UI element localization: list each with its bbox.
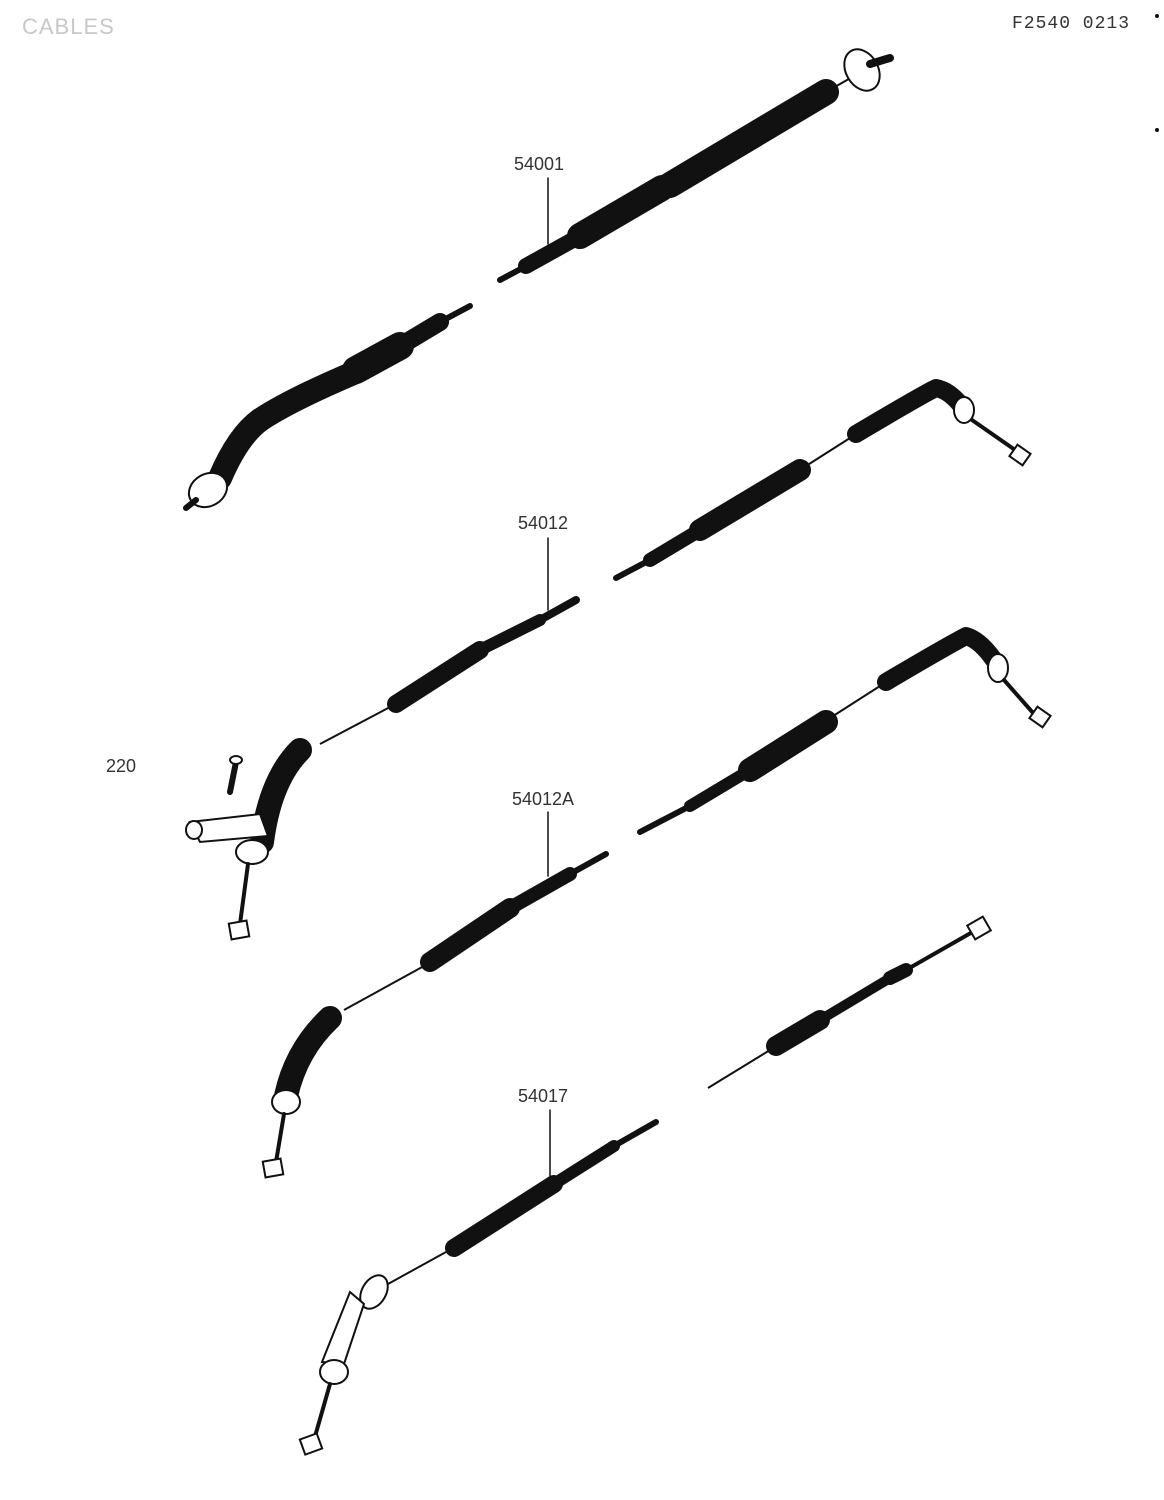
elbow-fitting: [320, 1290, 366, 1366]
end-fitting: [953, 396, 975, 424]
cable-sheath: [738, 710, 838, 782]
cable-end-nipple: [227, 919, 251, 941]
cable-sheath: [567, 175, 675, 249]
cable-housing: [707, 1049, 771, 1089]
adjuster: [805, 437, 851, 467]
inner-wire: [274, 1112, 286, 1164]
cable-sheath-bend: [847, 379, 969, 443]
cable-sheath-bend: [208, 360, 368, 490]
part-220[interactable]: [185, 755, 270, 844]
end-fitting: [235, 839, 269, 865]
part-label-54001[interactable]: 54001: [514, 154, 565, 174]
cable-ferrule: [548, 1140, 620, 1190]
cable-sheath-bend: [274, 1006, 342, 1108]
cable-end-nipple: [1028, 705, 1052, 729]
drive-tip: [866, 54, 894, 68]
cable-54012[interactable]: [227, 379, 1032, 941]
cable-sheath: [445, 1175, 563, 1257]
cable-sheath-bend: [877, 627, 1003, 691]
part-label-54012[interactable]: 54012: [518, 513, 569, 533]
lock-nut: [359, 1274, 389, 1310]
cable-ferrule: [883, 963, 913, 985]
cable-inner-tip: [536, 596, 580, 624]
end-fitting: [271, 1089, 301, 1115]
section-title: CABLES: [22, 14, 115, 39]
cable-sheath: [689, 459, 811, 541]
cable-inner-tip: [637, 803, 693, 835]
bolt-head: [229, 755, 243, 765]
knurled-nut: [843, 48, 881, 92]
cable-sheath: [766, 1010, 830, 1056]
inner-wire: [970, 418, 1020, 454]
part-label-54017[interactable]: 54017: [518, 1086, 569, 1106]
cable-end-nipple: [298, 1432, 324, 1456]
cable-54001[interactable]: [183, 43, 894, 514]
cable-sheath: [420, 898, 520, 972]
cable-inner-tip: [611, 1119, 659, 1149]
cable-ferrule: [503, 867, 577, 915]
edge-mark: [1155, 14, 1159, 18]
inner-wire: [904, 928, 978, 972]
cable-sheath: [815, 973, 895, 1025]
adjuster: [343, 965, 425, 1011]
cable-54017[interactable]: [298, 915, 993, 1456]
bolt: [227, 759, 239, 795]
cable-end-nipple: [1008, 443, 1032, 467]
drive-tip: [183, 497, 199, 511]
cable-sheath: [387, 641, 489, 713]
cable-end-nipple: [261, 1157, 285, 1179]
end-fitting: [319, 1359, 349, 1385]
adjuster: [829, 685, 881, 719]
cable-sheath: [657, 79, 839, 198]
inner-wire: [312, 1382, 332, 1442]
part-label-54012A[interactable]: 54012A: [512, 789, 575, 809]
bracket-slot: [185, 820, 203, 840]
diagram-code: F2540 0213: [1012, 14, 1131, 34]
cable-54012A[interactable]: [261, 627, 1052, 1179]
adjuster: [387, 1251, 447, 1285]
end-fitting: [987, 653, 1009, 683]
inner-wire: [1002, 678, 1036, 716]
adjuster: [319, 705, 393, 745]
inner-wire: [238, 862, 250, 926]
cable-sheath-bend: [250, 738, 312, 854]
edge-mark: [1155, 128, 1159, 132]
part-label-220[interactable]: 220: [106, 756, 137, 776]
cable-ferrule: [474, 614, 546, 656]
cable-end-nipple: [965, 915, 993, 941]
